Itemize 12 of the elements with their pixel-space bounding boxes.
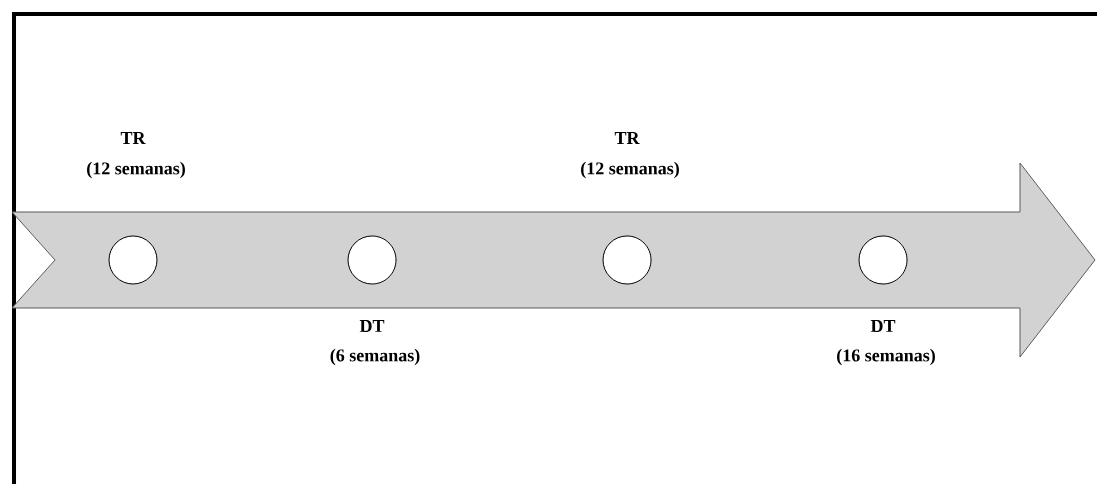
phase-label: DT [359,320,385,332]
duration-label: (12 semanas) [581,161,679,179]
phase-label: TR [614,132,640,144]
circle-marker [347,235,397,285]
circle-marker [108,235,158,285]
duration-label: (16 semanas) [837,348,935,366]
duration-label: (12 semanas) [87,161,185,179]
circle-marker [858,235,908,285]
phase-label: DT [870,320,896,332]
duration-label: (6 semanas) [330,348,420,366]
phase-label: TR [120,132,146,144]
circle-marker [602,235,652,285]
